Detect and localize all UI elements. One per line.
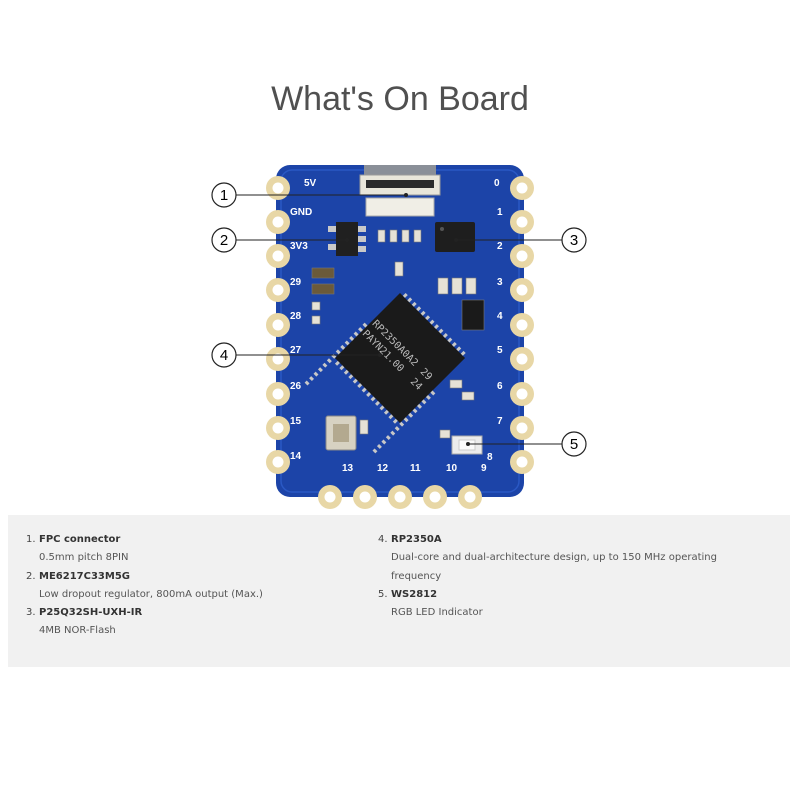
pad-bottom-4 <box>458 485 482 509</box>
component-desc: 4MB NOR-Flash <box>39 625 116 636</box>
component-desc: Dual-core and dual-architecture design, … <box>391 552 717 563</box>
callout-3: 3 <box>561 227 587 253</box>
silk-12: 12 <box>377 463 389 474</box>
component-desc: 0.5mm pitch 8PIN <box>39 552 129 563</box>
component-list-right: 4.RP2350A Dual-core and dual-architectur… <box>378 531 758 623</box>
callout-2: 2 <box>211 227 237 253</box>
component-desc: RGB LED Indicator <box>391 607 483 618</box>
component-item-2: 2.ME6217C33M5G Low dropout regulator, 80… <box>26 568 356 605</box>
silk-1: 1 <box>497 207 503 218</box>
silk-0: 0 <box>494 178 500 189</box>
callout-1: 1 <box>211 182 237 208</box>
crystal-oscillator <box>325 415 357 451</box>
callout-4: 4 <box>211 342 237 368</box>
pad-right-4 <box>510 313 534 337</box>
board-diagram: RP2350A0A2 PAYN21.00 29 24 5V GND 3V3 29… <box>211 165 587 509</box>
silk-3: 3 <box>497 277 503 288</box>
silk-gnd: GND <box>290 207 312 218</box>
silk-4: 4 <box>497 311 503 322</box>
pad-left-0 <box>266 176 290 200</box>
silk-5v: 5V <box>304 178 317 189</box>
pad-bottom-1 <box>353 485 377 509</box>
component-name: RP2350A <box>391 534 442 545</box>
page-title: What's On Board <box>271 80 529 118</box>
pad-right-3 <box>510 278 534 302</box>
silk-5: 5 <box>497 345 503 356</box>
pad-right-0 <box>510 176 534 200</box>
pad-left-8 <box>266 450 290 474</box>
silk-27: 27 <box>290 345 302 356</box>
silk-28: 28 <box>290 311 302 322</box>
silk-29: 29 <box>290 277 302 288</box>
component-list-panel: 1.FPC connector 0.5mm pitch 8PIN 2.ME621… <box>8 515 790 667</box>
svg-text:3: 3 <box>570 232 578 249</box>
pad-right-7 <box>510 416 534 440</box>
component-item-4: 4.RP2350A Dual-core and dual-architectur… <box>378 531 758 586</box>
silk-14: 14 <box>290 451 302 462</box>
callout-5: 5 <box>561 431 587 457</box>
pad-left-1 <box>266 210 290 234</box>
silk-11: 11 <box>410 463 421 474</box>
silk-2: 2 <box>497 241 503 252</box>
silk-8: 8 <box>487 452 493 463</box>
pad-right-5 <box>510 347 534 371</box>
silk-3v3: 3V3 <box>290 241 308 252</box>
pad-left-5 <box>266 347 290 371</box>
flash-chip <box>435 222 475 252</box>
silk-15: 15 <box>290 416 302 427</box>
silk-7: 7 <box>497 416 503 427</box>
component-desc-cont: frequency <box>391 570 442 582</box>
svg-text:1: 1 <box>220 187 228 204</box>
svg-text:4: 4 <box>220 347 228 364</box>
silk-10: 10 <box>446 463 458 474</box>
silk-13: 13 <box>342 463 354 474</box>
component-desc: Low dropout regulator, 800mA output (Max… <box>39 588 263 600</box>
svg-text:2: 2 <box>220 232 228 249</box>
fpc-connector <box>359 165 441 217</box>
pad-right-6 <box>510 382 534 406</box>
component-name: FPC connector <box>39 534 121 545</box>
pad-right-1 <box>510 210 534 234</box>
svg-text:5: 5 <box>570 436 578 453</box>
castellated-pads <box>266 176 534 509</box>
pad-bottom-2 <box>388 485 412 509</box>
pad-left-4 <box>266 313 290 337</box>
pad-left-6 <box>266 382 290 406</box>
pad-bottom-0 <box>318 485 342 509</box>
pad-left-7 <box>266 416 290 440</box>
pad-right-8 <box>510 450 534 474</box>
pad-bottom-3 <box>423 485 447 509</box>
component-name: P25Q32SH-UXH-IR <box>39 607 143 618</box>
silk-6: 6 <box>497 381 503 392</box>
component-name: WS2812 <box>391 589 438 600</box>
component-list-left: 1.FPC connector 0.5mm pitch 8PIN 2.ME621… <box>26 531 356 641</box>
silk-26: 26 <box>290 381 302 392</box>
passive-components <box>311 229 485 439</box>
pad-left-2 <box>266 244 290 268</box>
component-item-3: 3.P25Q32SH-UXH-IR 4MB NOR-Flash <box>26 604 356 641</box>
component-item-5: 5.WS2812 RGB LED Indicator <box>378 586 758 623</box>
component-name: ME6217C33M5G <box>39 570 130 582</box>
pad-left-3 <box>266 278 290 302</box>
pad-right-2 <box>510 244 534 268</box>
component-item-1: 1.FPC connector 0.5mm pitch 8PIN <box>26 531 356 568</box>
silk-9: 9 <box>481 463 487 474</box>
rp2350-chip <box>304 292 466 454</box>
